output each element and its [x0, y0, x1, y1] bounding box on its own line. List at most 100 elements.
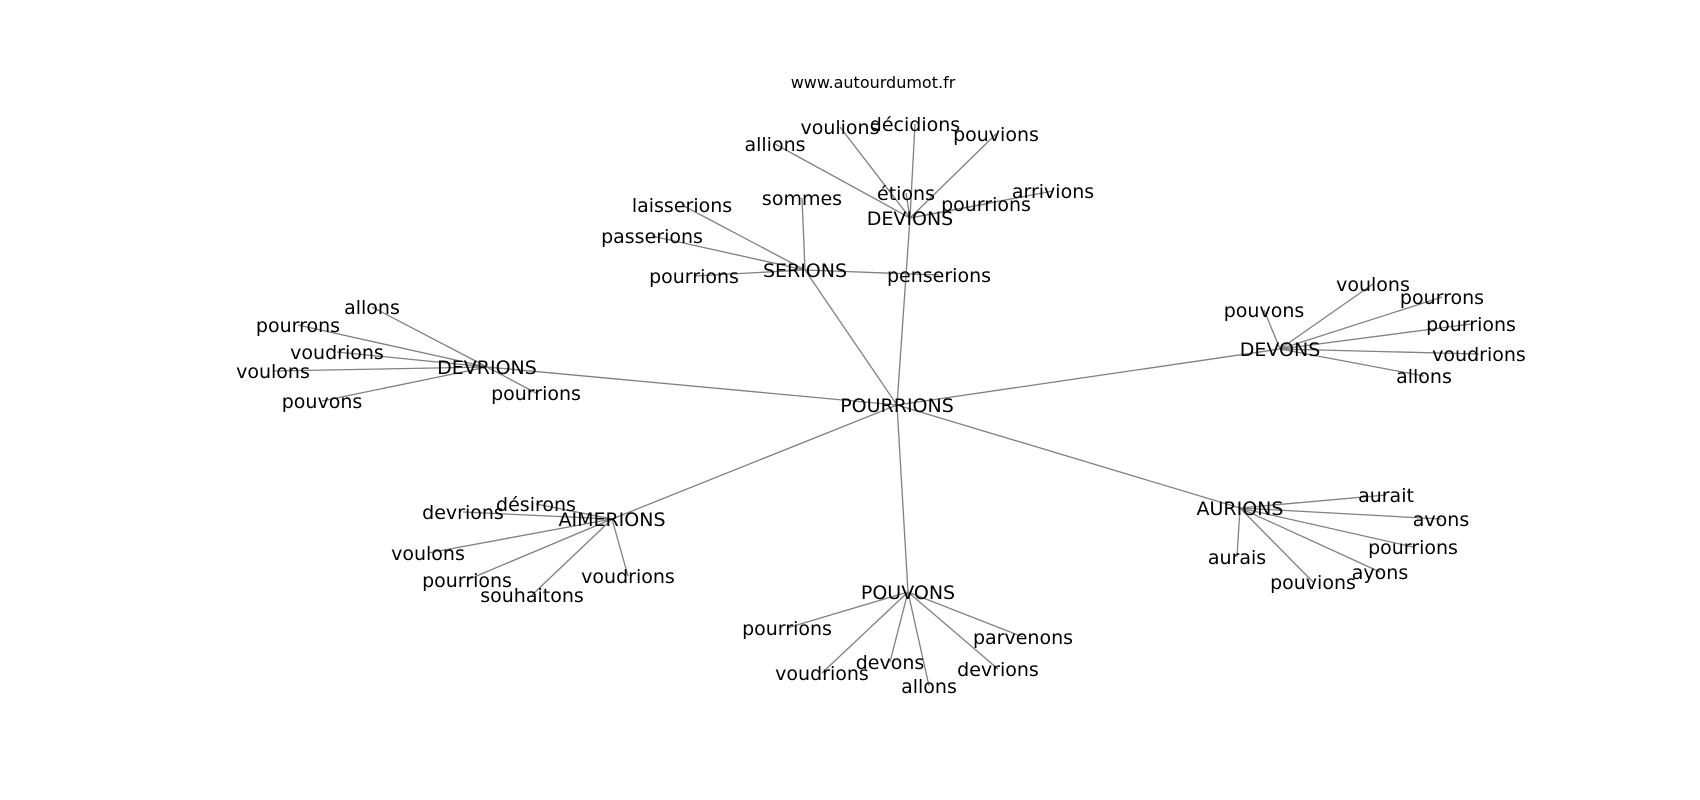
edge-devrions-voudrions	[336, 351, 488, 368]
edge-devions-decidions	[909, 123, 916, 219]
edge-aurions-aurait	[1239, 494, 1387, 509]
node-leaf-pouvons: pouvons	[1224, 300, 1305, 322]
node-hub-serions: SERIONS	[763, 260, 847, 282]
node-leaf-aurait: aurait	[1358, 485, 1414, 507]
edge-root-pouvons	[896, 404, 909, 593]
edge-root-devrions	[486, 366, 898, 406]
edge-devions-pourrions	[909, 203, 987, 219]
edge-pouvons-devons	[889, 591, 909, 663]
node-root-pourrions: POURRIONS	[840, 395, 954, 417]
edge-devions-pouvions	[909, 133, 997, 219]
edge-aimerions-voulons	[427, 518, 613, 554]
node-hub-pouvons: POUVONS	[861, 582, 955, 604]
node-leaf-laisserions: laisserions	[632, 195, 732, 217]
node-leaf-allons: allons	[1396, 366, 1452, 388]
edge-devons-pourrions	[1279, 323, 1472, 350]
edges-layer	[272, 123, 1480, 687]
edge-root-serions	[804, 269, 898, 406]
node-leaf-desirons: désirons	[496, 494, 576, 516]
node-leaf-pourrions: pourrions	[1368, 537, 1458, 559]
edge-root-devions	[896, 217, 911, 406]
node-leaf-pouvions: pouvions	[953, 124, 1039, 146]
node-leaf-avons: avons	[1413, 509, 1469, 531]
node-leaf-souhaitons: souhaitons	[480, 585, 584, 607]
node-hub-devons: DEVONS	[1240, 339, 1321, 361]
edge-serions-passerions	[651, 235, 806, 271]
edge-root-aurions	[896, 404, 1241, 509]
edge-serions-pourrions	[693, 269, 806, 277]
node-leaf-pourrions: pourrions	[742, 618, 832, 640]
node-leaf-allions: allions	[744, 134, 805, 156]
node-leaf-penserions: penserions	[887, 265, 991, 287]
node-leaf-voulons: voulons	[391, 543, 465, 565]
node-leaf-ayons: ayons	[1352, 562, 1408, 584]
node-leaf-pouvons: pouvons	[282, 391, 363, 413]
edge-aurions-ayons	[1239, 507, 1381, 573]
edge-root-aimerions	[611, 404, 898, 520]
edge-root-devons	[896, 348, 1281, 406]
node-leaf-pourrions: pourrions	[422, 570, 512, 592]
edge-devions-etions	[905, 192, 911, 219]
node-leaf-voudrions: voudrions	[775, 663, 869, 685]
node-leaf-allons: allons	[344, 297, 400, 319]
node-leaf-pourrons: pourrons	[256, 315, 340, 337]
edge-devrions-pourrions	[486, 366, 537, 394]
node-leaf-sommes: sommes	[762, 188, 842, 210]
node-leaf-voudrions: voudrions	[1432, 344, 1526, 366]
edge-aurions-avons	[1239, 507, 1442, 520]
edge-aurions-pourrions	[1239, 507, 1414, 548]
node-leaf-pourrions: pourrions	[1426, 314, 1516, 336]
edge-aimerions-souhaitons	[531, 518, 613, 596]
edge-devions-voulions	[839, 126, 911, 219]
edge-pouvons-parvenons	[907, 591, 1024, 638]
node-leaf-aurais: aurais	[1208, 547, 1266, 569]
edge-devons-allons	[1279, 348, 1425, 377]
node-leaf-devrions: devrions	[422, 502, 504, 524]
node-leaf-etions: étions	[877, 183, 935, 205]
node-leaf-allons: allons	[901, 676, 957, 698]
node-leaf-pouvions: pouvions	[1270, 572, 1356, 594]
edge-aimerions-voudrions	[611, 518, 629, 577]
source-label: www.autourdumot.fr	[791, 73, 956, 92]
edge-pouvons-devrions	[907, 591, 999, 670]
node-leaf-devons: devons	[856, 652, 925, 674]
node-leaf-voulons: voulons	[1336, 274, 1410, 296]
node-leaf-devrions: devrions	[957, 659, 1039, 681]
node-leaf-pourrons: pourrons	[1400, 287, 1484, 309]
edge-devrions-pouvons	[321, 366, 488, 402]
edge-devrions-allons	[371, 306, 488, 368]
node-leaf-pourrions: pourrions	[491, 383, 581, 405]
node-hub-devrions: DEVRIONS	[437, 357, 537, 379]
node-leaf-pourrions: pourrions	[941, 194, 1031, 216]
node-leaf-voudrions: voudrions	[581, 566, 675, 588]
node-leaf-voudrions: voudrions	[290, 342, 384, 364]
edge-serions-penserions	[804, 269, 940, 276]
node-leaf-parvenons: parvenons	[973, 627, 1073, 649]
node-leaf-passerions: passerions	[601, 226, 703, 248]
edge-aurions-pouvions	[1239, 507, 1314, 583]
edge-serions-laisserions	[681, 204, 806, 271]
labels-layer: POURRIONS SERIONS laisserions sommes passeri…	[236, 114, 1526, 698]
edge-aimerions-desirons	[535, 503, 613, 520]
node-leaf-voulons: voulons	[236, 361, 310, 383]
node-leaf-arrivions: arrivions	[1012, 181, 1094, 203]
edge-devons-pouvons	[1263, 309, 1281, 350]
edge-pouvons-voudrions	[821, 591, 909, 674]
node-hub-aurions: AURIONS	[1197, 498, 1284, 520]
node-hub-aimerions: AIMERIONS	[558, 509, 665, 531]
edge-aurions-aurais	[1236, 507, 1241, 558]
edge-devons-voulons	[1279, 283, 1374, 350]
edge-devrions-voulons	[272, 366, 488, 372]
edge-devrions-pourrons	[297, 324, 488, 368]
edge-devons-voudrions	[1279, 348, 1480, 355]
node-leaf-voulions: voulions	[800, 117, 879, 139]
node-hub-devions: DEVIONS	[867, 208, 953, 230]
node-leaf-decidions: décidions	[870, 114, 960, 136]
edge-devions-allions	[774, 143, 911, 219]
node-leaf-pourrions: pourrions	[649, 266, 739, 288]
edge-aimerions-pourrions	[466, 518, 613, 581]
edge-serions-sommes	[801, 197, 806, 271]
edge-pouvons-pourrions	[786, 591, 909, 629]
edge-aimerions-devrions	[462, 511, 613, 520]
